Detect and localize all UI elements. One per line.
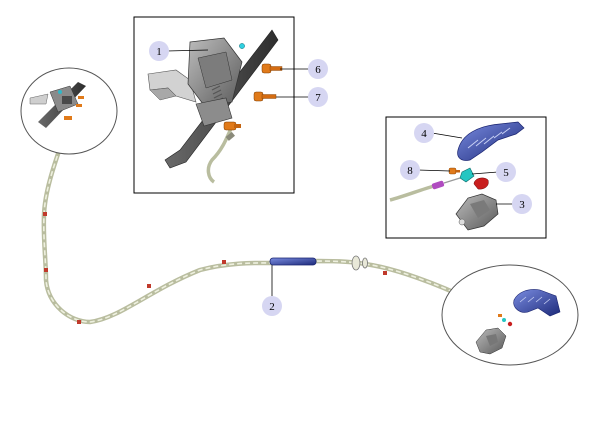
callout-5: 5 [496, 162, 516, 182]
callout-8: 8 [400, 160, 420, 180]
cable-grommet [351, 255, 368, 271]
callout-number: 4 [421, 128, 427, 140]
handle-mini-illustration [475, 289, 561, 355]
callout-number: 3 [519, 199, 525, 211]
cable-clip-marker [44, 268, 48, 272]
release-handle-part-4 [457, 121, 525, 161]
callout-4: 4 [414, 123, 434, 143]
handle-cable [389, 184, 435, 202]
leader-line-1 [166, 49, 209, 52]
handle-ellipse-detail [441, 264, 579, 366]
callout-number: 6 [315, 64, 321, 76]
cable-clip-marker [222, 260, 226, 264]
callout-number: 8 [407, 165, 413, 177]
callout-1: 1 [149, 41, 169, 61]
cable-cap-part-5 [459, 167, 475, 183]
leader-line-5 [471, 171, 499, 175]
callout-3: 3 [512, 194, 532, 214]
cable-cap-red [473, 177, 489, 190]
cable-clip-marker [43, 212, 47, 216]
leader-line-8 [417, 169, 451, 172]
bolt-part-6 [261, 63, 283, 74]
hood-latch-assembly [147, 29, 279, 184]
cable-clip-marker [147, 284, 151, 288]
callout-number: 5 [503, 167, 509, 179]
cable-clip-marker [383, 271, 387, 275]
leader-line-4 [431, 132, 463, 139]
bolt-part-7 [253, 91, 277, 102]
latch-mini-illustration [29, 82, 86, 128]
callout-number: 1 [156, 46, 162, 58]
handle-bracket-part-3 [455, 193, 499, 231]
latch-bolt-bottom [223, 121, 241, 131]
callout-number: 2 [269, 301, 275, 313]
cable-connector [269, 257, 317, 266]
cable-clip-marker [77, 320, 81, 324]
callout-number: 7 [315, 92, 321, 104]
callout-7: 7 [308, 87, 328, 107]
handle-cable-ferrule [431, 180, 445, 190]
callout-2: 2 [262, 296, 282, 316]
latch-ellipse-detail [20, 67, 118, 155]
callout-6: 6 [308, 59, 328, 79]
